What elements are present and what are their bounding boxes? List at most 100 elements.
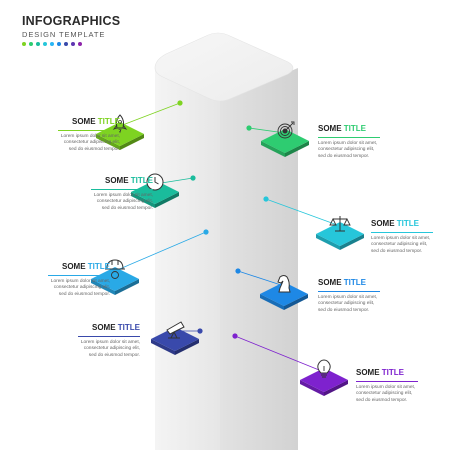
step-rocket <box>96 100 183 150</box>
color-dot <box>57 42 61 46</box>
step-title: SOME TITLE <box>30 117 120 127</box>
step-divider <box>318 291 380 292</box>
pillar-top-face <box>154 32 294 102</box>
step-description: Lorem ipsum dolor sit amet, consectetur … <box>93 193 153 211</box>
step-description: Lorem ipsum dolor sit amet, consectetur … <box>371 236 431 254</box>
tile-top <box>151 327 199 351</box>
color-dots <box>22 42 82 46</box>
step-text-helmet: SOME TITLE Lorem ipsum dolor sit amet, co… <box>20 262 110 298</box>
step-text-rocket: SOME TITLE Lorem ipsum dolor sit amet, co… <box>30 117 120 153</box>
target-icon <box>277 121 295 139</box>
tile-side <box>340 234 364 250</box>
step-title-word1: SOME <box>61 262 86 271</box>
step-divider <box>78 336 140 337</box>
tile-side <box>285 141 309 157</box>
tile-side <box>260 294 284 310</box>
step-title: SOME TITLE <box>371 219 450 229</box>
color-dot <box>22 42 26 46</box>
tile-top <box>96 122 144 146</box>
step-telescope <box>151 321 203 355</box>
connector-dot <box>232 333 238 339</box>
tile-side <box>120 134 144 150</box>
color-dot <box>50 42 54 46</box>
connector-dot <box>235 268 241 274</box>
step-title-word2: TITLE <box>117 323 140 332</box>
clock-icon <box>146 173 164 191</box>
step-title: SOME TITLE <box>50 323 140 333</box>
scales-icon <box>329 216 351 232</box>
connector-dot <box>190 175 196 181</box>
connector-line <box>119 102 181 127</box>
tile-top <box>316 222 364 246</box>
tile-side <box>155 192 179 208</box>
tile-side <box>91 279 115 295</box>
color-dot <box>78 42 82 46</box>
step-divider <box>356 381 418 382</box>
step-description: Lorem ipsum dolor sit amet, consectetur … <box>80 340 140 358</box>
connector-line <box>234 335 325 373</box>
tile-side <box>261 141 285 157</box>
step-title-word2: TITLE <box>343 124 367 133</box>
header-title: INFOGRAPHICS <box>22 14 121 28</box>
step-clock <box>131 173 196 208</box>
connector-line <box>237 270 285 287</box>
worker-helmet-icon <box>105 259 125 279</box>
tile-side <box>300 380 324 396</box>
connector-dot <box>177 100 183 106</box>
step-title-word1: SOME <box>91 323 116 332</box>
color-dot <box>64 42 68 46</box>
step-description: Lorem ipsum dolor sit amet, consectetur … <box>356 385 416 403</box>
tile-side <box>324 380 348 396</box>
step-description: Lorem ipsum dolor sit amet, consectetur … <box>60 134 120 152</box>
tile-side <box>115 279 139 295</box>
step-title-word1: SOME <box>71 117 96 126</box>
step-divider <box>48 275 110 276</box>
tile-top <box>260 282 308 306</box>
tile-side <box>175 339 199 355</box>
step-text-telescope: SOME TITLE Lorem ipsum dolor sit amet, co… <box>50 323 140 359</box>
tile-top <box>131 180 179 204</box>
connector-dot <box>203 229 209 235</box>
chess-knight-icon <box>277 275 291 293</box>
tile-side <box>316 234 340 250</box>
step-title: SOME TITLE <box>20 262 110 272</box>
step-bulb <box>232 333 348 396</box>
step-title: SOME TITLE <box>318 278 408 288</box>
pillar-right-face <box>220 68 298 450</box>
telescope-icon <box>166 321 185 339</box>
step-description: Lorem ipsum dolor sit amet, consectetur … <box>318 295 378 313</box>
step-chess <box>235 268 308 310</box>
step-divider <box>58 130 120 131</box>
step-text-scales: SOME TITLE Lorem ipsum dolor sit amet, co… <box>371 219 450 255</box>
connector-dot <box>197 328 203 334</box>
step-title-word2: TITLE <box>396 219 420 228</box>
connector-line <box>114 231 207 272</box>
step-text-target: SOME TITLE Lorem ipsum dolor sit amet, co… <box>318 124 408 160</box>
pillar <box>154 32 298 450</box>
step-divider <box>371 232 433 233</box>
step-title-word2: TITLE <box>87 262 110 271</box>
step-title: SOME TITLE <box>63 176 153 186</box>
step-title: SOME TITLE <box>356 368 446 378</box>
connector-dot <box>246 125 252 131</box>
rocket-icon <box>112 114 128 134</box>
tile-top <box>300 368 348 392</box>
step-helmet <box>91 229 209 295</box>
step-title-word1: SOME <box>318 124 342 133</box>
step-title-word2: TITLE <box>381 368 405 377</box>
step-description: Lorem ipsum dolor sit amet, consectetur … <box>50 279 110 297</box>
step-title-word2: TITLE <box>97 117 120 126</box>
tile-side <box>284 294 308 310</box>
color-dot <box>29 42 33 46</box>
step-text-chess: SOME TITLE Lorem ipsum dolor sit amet, co… <box>318 278 408 314</box>
step-title-word1: SOME <box>371 219 395 228</box>
connector-line <box>265 198 341 227</box>
tile-side <box>131 192 155 208</box>
step-description: Lorem ipsum dolor sit amet, consectetur … <box>318 141 378 159</box>
tile-top <box>91 267 139 291</box>
color-dot <box>36 42 40 46</box>
tile-side <box>151 339 175 355</box>
step-scales <box>263 196 364 250</box>
